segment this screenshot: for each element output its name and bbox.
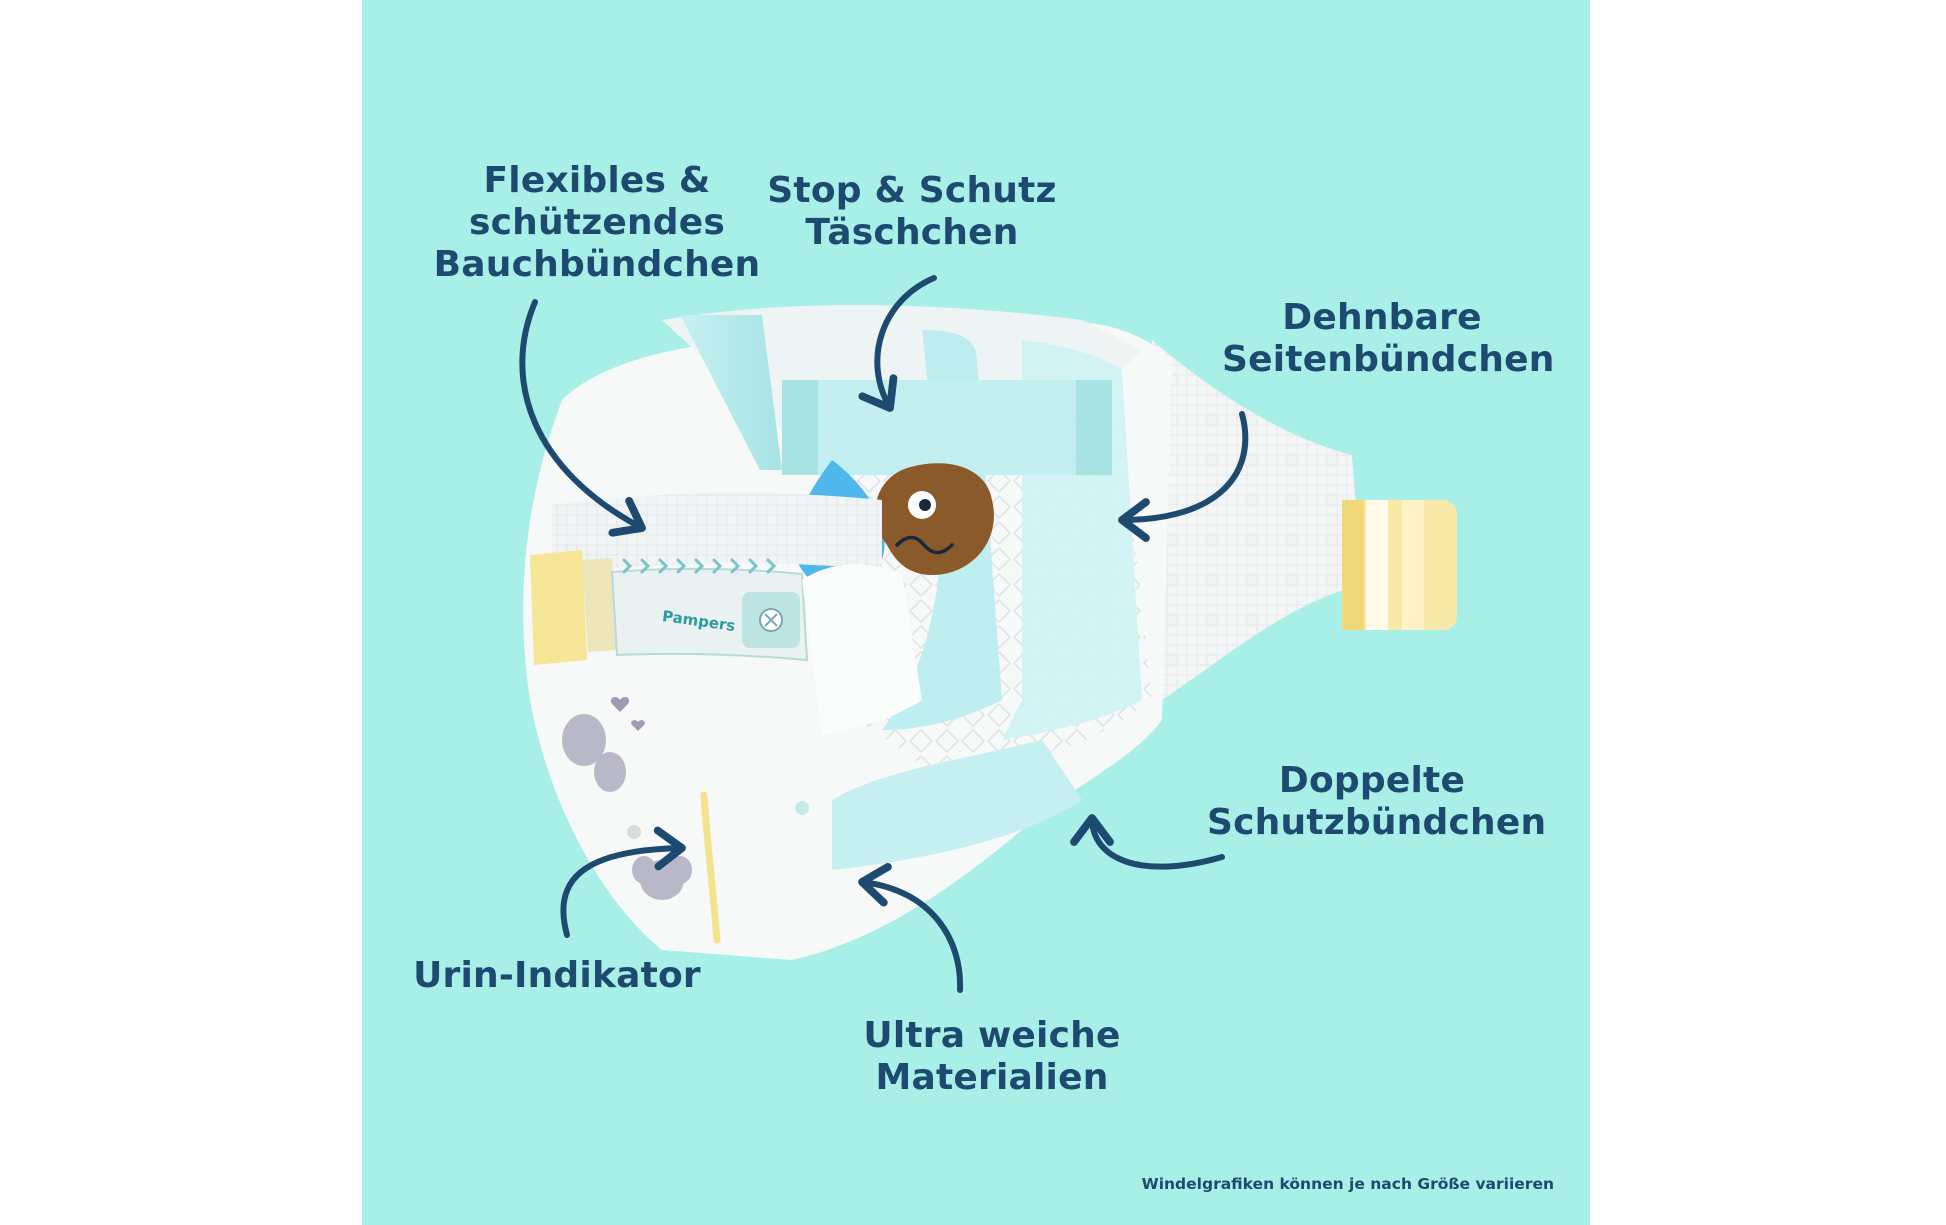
front-flap — [802, 564, 922, 735]
size-disclaimer: Windelgrafiken können je nach Größe vari… — [1141, 1175, 1554, 1193]
side-stretch-band — [1152, 340, 1362, 700]
label-side: Dehnbare Seitenbündchen — [1222, 297, 1555, 381]
label-leg-cuffs: Doppelte Schutzbündchen — [1207, 760, 1547, 844]
label-pocket-line-1: Stop & Schutz — [767, 170, 1057, 211]
arrow-waistband — [519, 299, 646, 537]
label-waistband-line-2: schützendes — [468, 202, 726, 243]
wetness-indicator-stripe — [700, 791, 721, 944]
arrow-materials — [858, 862, 964, 993]
label-pocket-line-2: Täschchen — [805, 212, 1019, 253]
label-materials: Ultra weiche Materialien — [862, 1015, 1122, 1099]
poo-drop-mascot — [875, 463, 994, 575]
indicator-dot — [627, 825, 641, 839]
right-fastening-tab — [1342, 500, 1457, 630]
heart-icon — [610, 697, 645, 731]
diaper-illustration — [519, 275, 1457, 993]
label-indicator: Urin-Indikator — [412, 955, 702, 997]
product-feature-panel: Pampers Flexibles & schützendes Bauchbün… — [362, 0, 1590, 1225]
indicator-dot — [795, 801, 809, 815]
arrow-leg-cuffs — [1070, 814, 1225, 870]
label-leg-cuffs-line-2: Schutzbündchen — [1207, 802, 1547, 843]
label-materials-line-1: Ultra weiche — [863, 1015, 1121, 1056]
label-waistband: Flexibles & schützendes Bauchbündchen — [432, 160, 762, 286]
callout-arrows — [519, 275, 1249, 993]
label-leg-cuffs-line-1: Doppelte — [1278, 760, 1466, 801]
label-waistband-line-1: Flexibles & — [483, 160, 711, 201]
landing-zone — [610, 558, 809, 662]
label-waistband-line-3: Bauchbündchen — [433, 244, 761, 285]
arrow-pocket — [858, 275, 937, 412]
arrow-indicator — [560, 826, 686, 938]
label-materials-line-2: Materialien — [875, 1057, 1109, 1098]
label-pocket: Stop & Schutz Täschchen — [767, 170, 1057, 254]
arrow-side — [1118, 411, 1249, 542]
label-indicator-line-1: Urin-Indikator — [413, 955, 701, 996]
label-side-line-1: Dehnbare — [1282, 297, 1482, 338]
left-fastening-tab — [530, 550, 617, 665]
label-side-line-2: Seitenbündchen — [1222, 339, 1555, 380]
